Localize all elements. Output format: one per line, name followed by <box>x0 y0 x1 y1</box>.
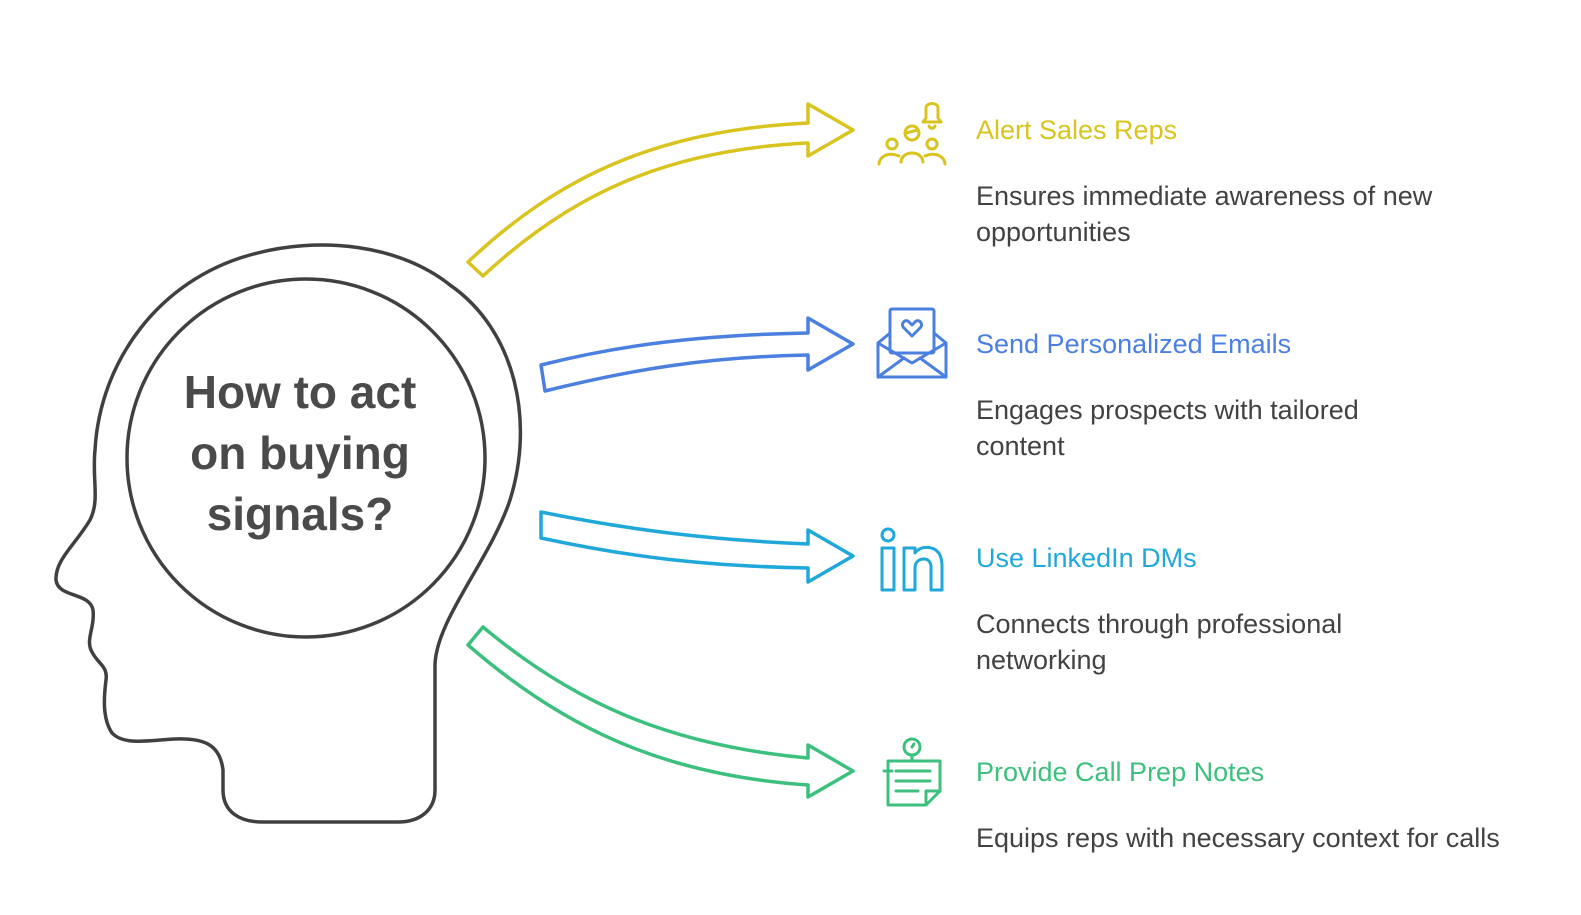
item-description: Equips reps with necessary context for c… <box>976 823 1500 853</box>
item-title: Alert Sales Reps <box>976 115 1178 145</box>
linkedin-icon <box>880 527 944 592</box>
arrow-alert <box>466 102 855 278</box>
item-description: Connects through professional networking <box>976 609 1343 675</box>
center-title-line-2: on buying <box>190 427 410 479</box>
item-use-linkedin-dms: Use LinkedIn DMs Connects through profes… <box>976 541 1536 678</box>
team-bell-icon <box>877 102 947 166</box>
sticky-note-pin-icon <box>882 737 942 807</box>
arrow-notes <box>466 625 855 799</box>
arrow-email <box>539 316 855 393</box>
item-send-personalized-emails: Send Personalized Emails Engages prospec… <box>976 327 1536 464</box>
center-title: How to act on buying signals? <box>160 362 440 545</box>
item-description: Ensures immediate awareness of new oppor… <box>976 181 1433 247</box>
arrow-linkedin <box>539 510 855 584</box>
center-circle <box>125 277 487 639</box>
item-provide-call-prep-notes: Provide Call Prep Notes Equips reps with… <box>976 755 1536 856</box>
item-title: Use LinkedIn DMs <box>976 543 1197 573</box>
item-alert-sales-reps: Alert Sales Reps Ensures immediate aware… <box>976 113 1536 250</box>
center-title-line-3: signals? <box>206 488 394 540</box>
item-title: Provide Call Prep Notes <box>976 757 1265 787</box>
item-description: Engages prospects with tailored content <box>976 395 1359 461</box>
head-outline <box>54 243 523 824</box>
item-title: Send Personalized Emails <box>976 329 1292 359</box>
center-title-line-1: How to act <box>183 366 417 418</box>
envelope-heart-icon <box>876 307 948 379</box>
